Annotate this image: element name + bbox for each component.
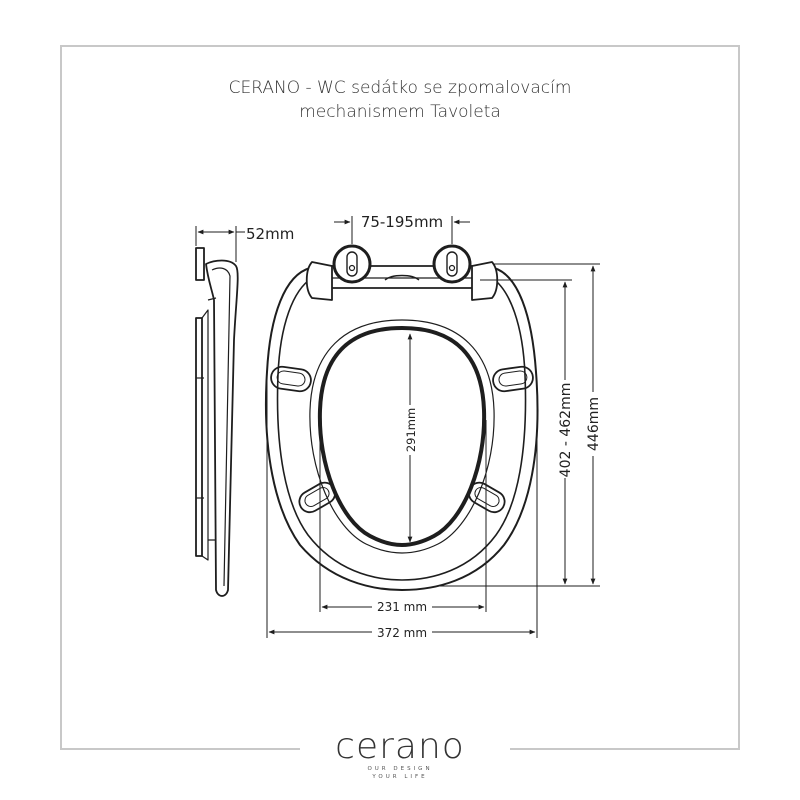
logo-background	[300, 730, 510, 770]
product-title: CERANO - WC sedátko se zpomalovacím mech…	[0, 76, 800, 124]
hinge-spacing-label: 75-195mm	[361, 213, 443, 231]
inner-width-dimension	[319, 420, 487, 612]
outer-width-label: 372 mm	[377, 626, 427, 640]
seat-outline	[264, 261, 539, 591]
inner-length-label: 291mm	[404, 408, 418, 452]
hinge-bolt-left	[332, 244, 372, 284]
depth-label: 52mm	[246, 225, 294, 243]
hinge-bolt-right	[432, 244, 472, 284]
fixing-range-dimension	[440, 279, 600, 587]
brand-tagline-1: OUR DESIGN	[367, 766, 433, 772]
title-line-1: CERANO - WC sedátko se zpomalovacím	[228, 78, 572, 98]
outer-length-label: 446mm	[586, 397, 602, 451]
brand-logo: cerano	[335, 726, 465, 767]
fixing-range-label: 402 - 462mm	[558, 383, 574, 478]
side-view	[195, 247, 239, 597]
brand-tagline-2: YOUR LIFE	[372, 774, 428, 780]
title-line-2: mechanismem Tavoleta	[299, 102, 501, 122]
depth-dimension	[195, 226, 245, 262]
hinge-spacing-dimension	[334, 216, 470, 244]
inner-width-label: 231 mm	[377, 600, 427, 614]
